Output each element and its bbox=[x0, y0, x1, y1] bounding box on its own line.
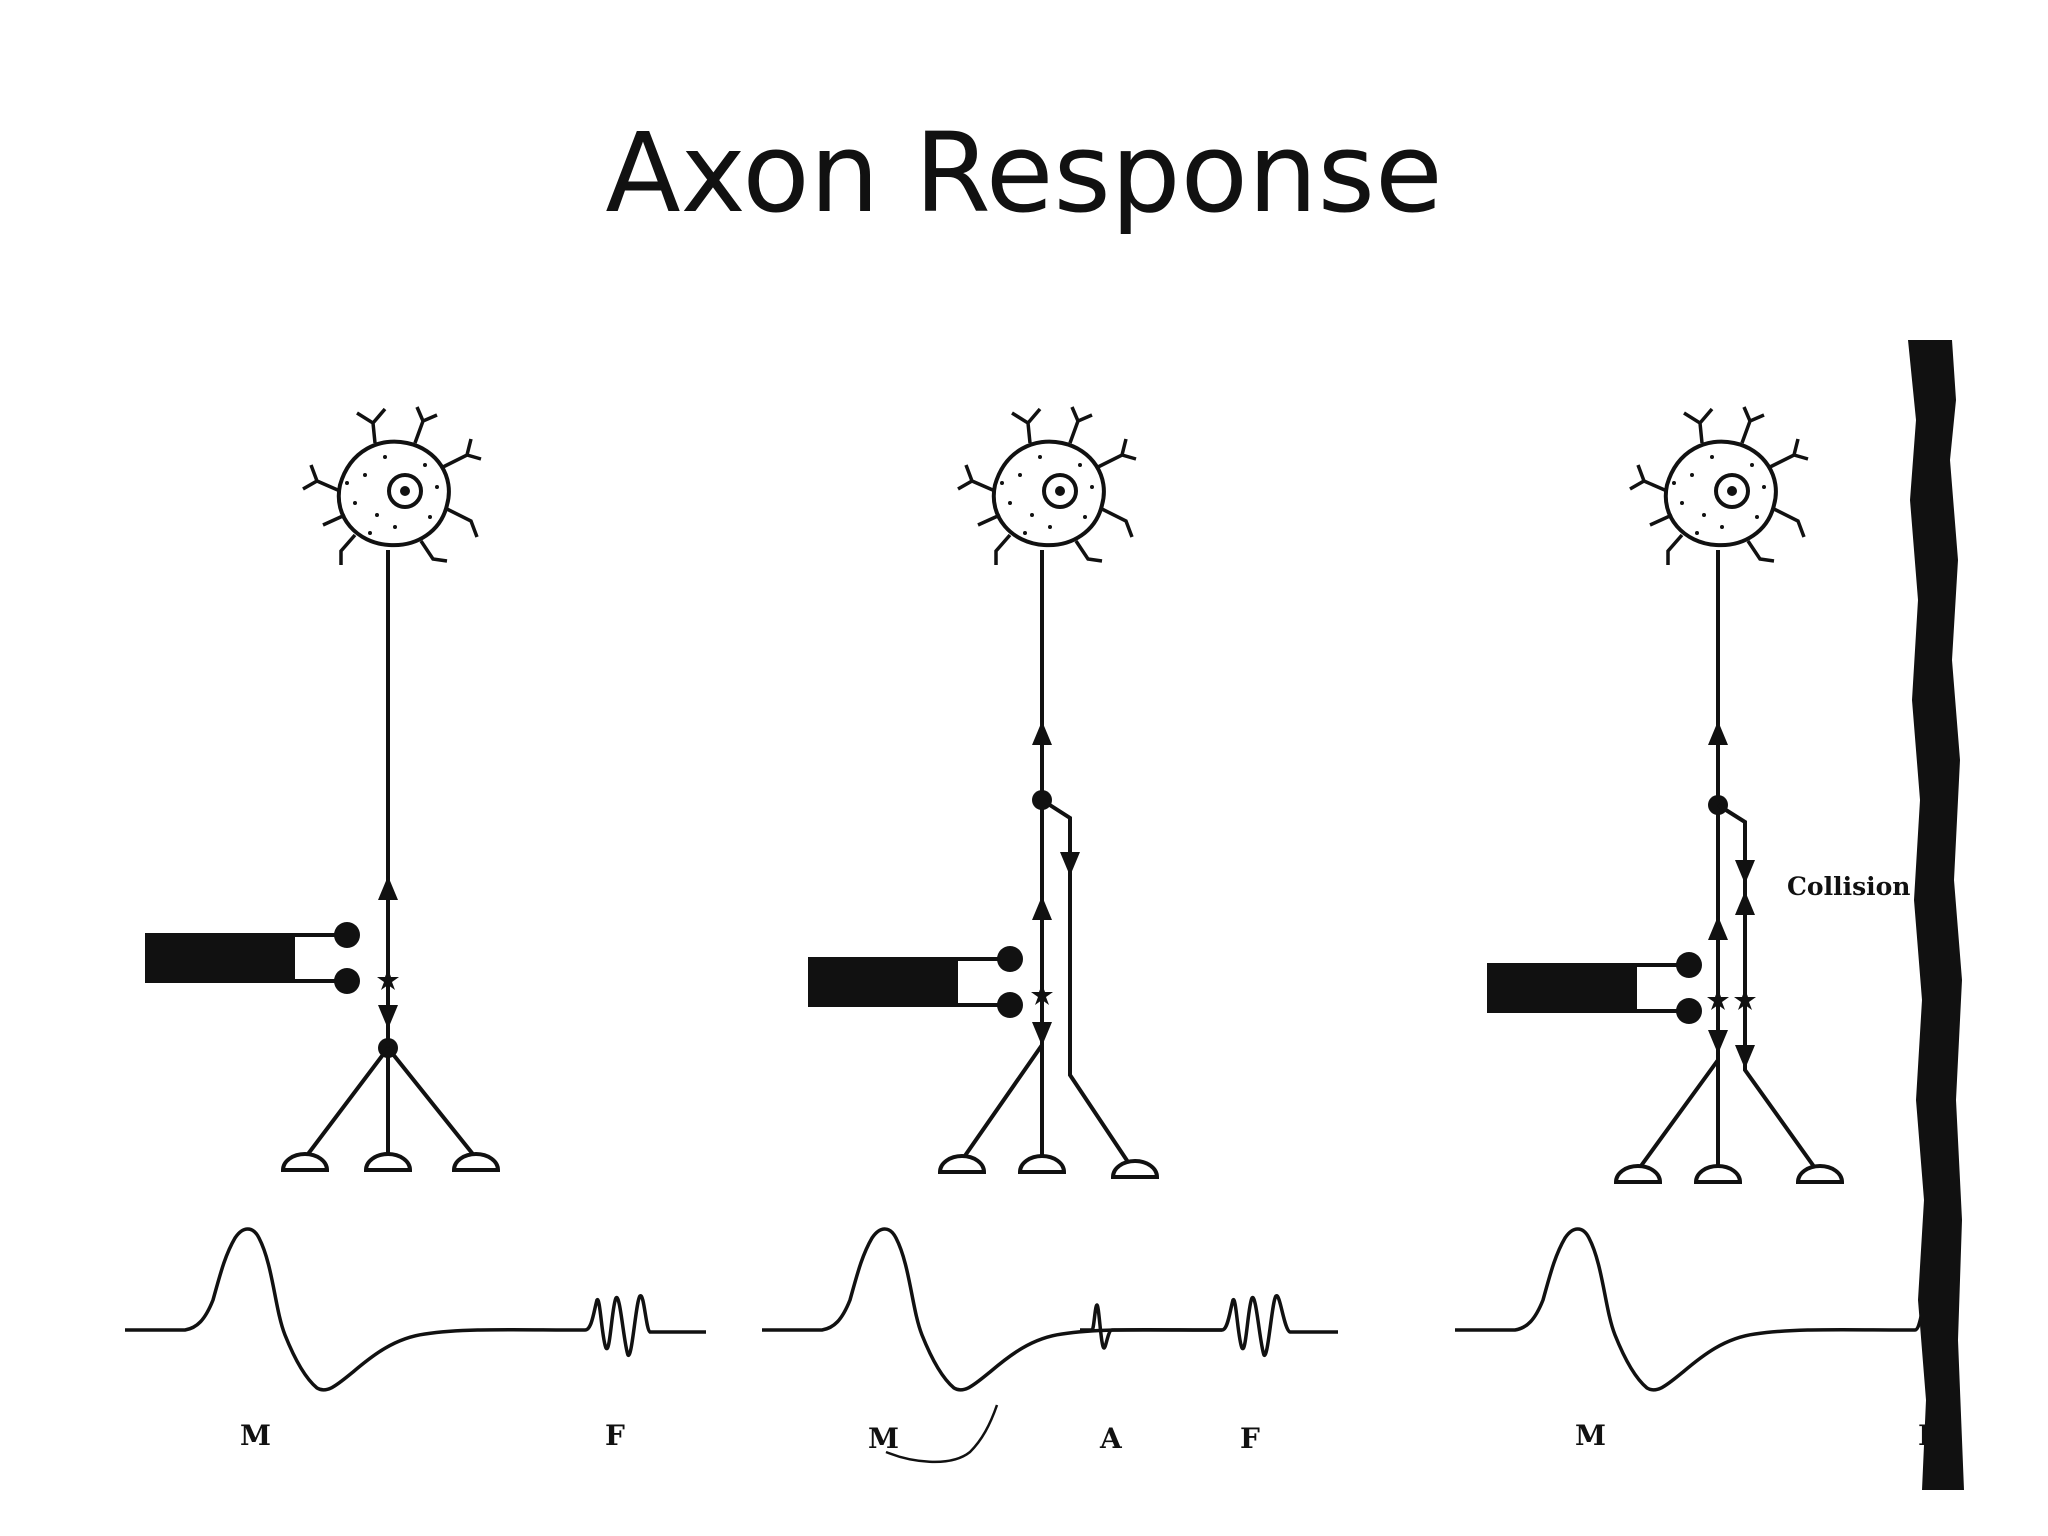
slide-title: Axon Response bbox=[605, 109, 1443, 237]
label-f-wave: F bbox=[605, 1419, 625, 1452]
scan-edge-shadow bbox=[1908, 340, 1964, 1490]
panel-normal: M F bbox=[123, 405, 706, 1452]
label-a-wave: A bbox=[1099, 1422, 1123, 1455]
panel-collision: Collision M F bbox=[1453, 340, 1964, 1490]
collision-annotation: Collision bbox=[1787, 872, 1911, 901]
label-m-wave: M bbox=[240, 1419, 271, 1452]
label-f-wave: F bbox=[1240, 1422, 1260, 1455]
panel-axon-reflex: M A F bbox=[760, 405, 1338, 1464]
label-m-wave: M bbox=[1575, 1419, 1606, 1452]
label-m-wave: M bbox=[868, 1422, 899, 1455]
